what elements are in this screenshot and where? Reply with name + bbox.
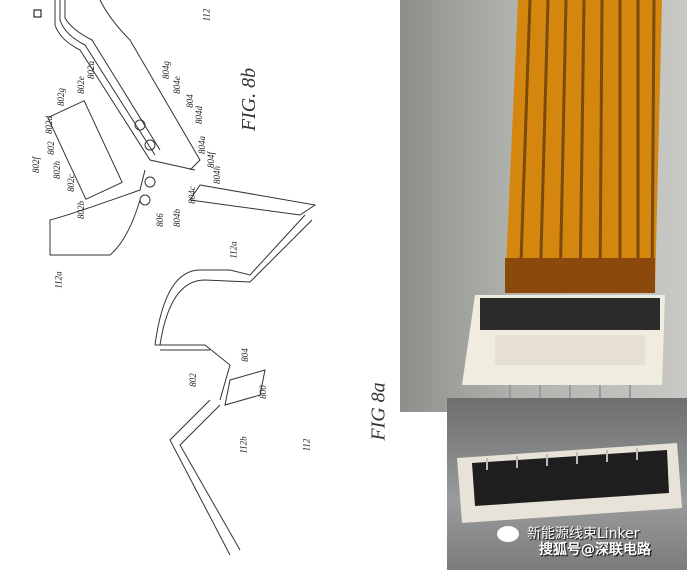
fig-8b-caption: FIG. 8b — [238, 67, 261, 132]
watermark: 新能源线束Linker 搜狐号@深联电路 — [497, 526, 651, 558]
ref-label: 112 — [301, 438, 312, 452]
wechat-icon — [497, 526, 519, 542]
checkbox-marker — [33, 9, 42, 18]
ref-label: 804d — [194, 106, 204, 124]
watermark-line2: 搜狐号@深联电路 — [539, 542, 651, 558]
ref-label: 802 — [187, 373, 198, 387]
connector-illustration — [457, 443, 682, 523]
ref-label: 802g — [56, 88, 66, 106]
ref-label: 804e — [171, 76, 182, 94]
ref-label: 112a — [228, 241, 239, 259]
ffc-cable-connector-photo — [400, 0, 687, 412]
ref-label: 112a — [53, 271, 64, 289]
ref-label: 804a — [197, 136, 207, 154]
patent-line-art — [33, 0, 317, 556]
ref-label: 804h — [212, 166, 222, 184]
ref-label: 800 — [257, 385, 268, 399]
ref-label: 804f — [206, 151, 217, 169]
ref-label: 804 — [239, 348, 250, 362]
ref-label: 802f — [31, 156, 42, 174]
fig-8a-caption: FIG 8a — [367, 382, 390, 441]
ref-label: 802 — [45, 141, 56, 155]
ref-label: 802h — [52, 161, 62, 179]
ref-label: 802c — [65, 174, 76, 192]
ref-label: 802a — [86, 61, 96, 79]
ref-label: 804c — [186, 186, 197, 204]
patent-drawing: 112 802e 802a 802g 802d 802 802f 802h 80… — [31, 0, 390, 556]
connector-photo — [447, 398, 687, 570]
cable-illustration — [462, 0, 665, 400]
ref-label: 112 — [201, 8, 212, 22]
watermark-line1: 新能源线束Linker — [527, 526, 640, 542]
ref-label: 802d — [44, 116, 54, 134]
ref-label: 804g — [161, 61, 171, 79]
ref-label: 806 — [154, 213, 165, 227]
ref-label: 804b — [172, 209, 182, 227]
ref-label: 802e — [75, 76, 86, 94]
ref-label: 804 — [184, 94, 195, 108]
ref-label: 802b — [76, 201, 86, 219]
ref-label: 112b — [238, 436, 249, 454]
